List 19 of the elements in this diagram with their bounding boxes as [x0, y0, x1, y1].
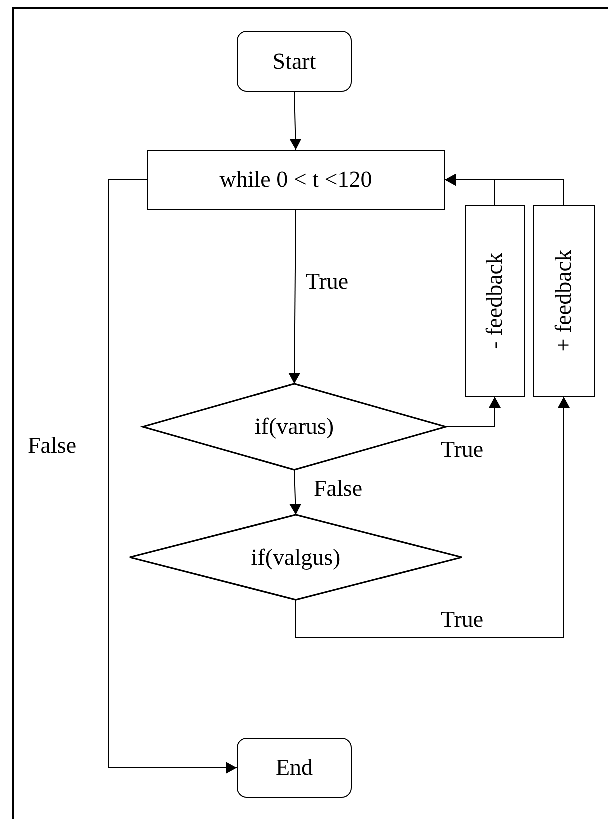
- node-text: while 0 < t <120: [220, 167, 372, 193]
- process-box: [533, 205, 595, 397]
- arrow: [444, 174, 564, 206]
- arrow: [288, 210, 301, 384]
- node-text: if(varus): [254, 414, 334, 440]
- node-text: if(valgus): [251, 544, 341, 570]
- node-text: + feedback: [551, 250, 577, 352]
- node-text: - feedback: [482, 252, 508, 350]
- arrow: [290, 92, 302, 150]
- node-text: End: [276, 755, 314, 781]
- node-text: Start: [272, 48, 316, 74]
- loop-box: [147, 150, 445, 210]
- arrow: [296, 396, 570, 638]
- arrow: [290, 470, 302, 516]
- terminator-box: [237, 738, 352, 798]
- arrow: [446, 396, 501, 428]
- arrow: [108, 180, 238, 774]
- process-box: [465, 205, 525, 397]
- terminator-box: [237, 31, 352, 92]
